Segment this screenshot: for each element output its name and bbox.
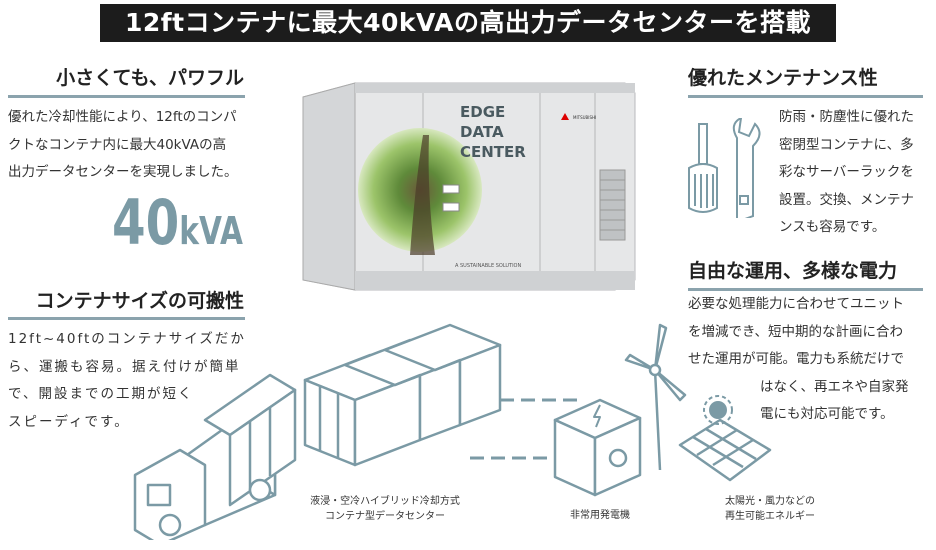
wind-turbine-icon (624, 323, 687, 471)
powerful-description: 優れた冷却性能により、12ftのコンパ クトなコンテナ内に最大40kVAの高 出… (8, 104, 238, 187)
heading-rule (8, 317, 245, 320)
text-line: せた運用が可能。電力も系統だけで (688, 351, 904, 367)
text-line: ら、運搬も容易。据え付けが簡単 (8, 358, 241, 375)
maintenance-description: 防雨・防塵性に優れた 密閉型コンテナに、多 彩なサーバーラックを 設置。交換、メ… (779, 104, 914, 242)
heading-rule (8, 95, 245, 98)
caption-renewable: 太陽光・風力などの 再生可能エネルギー (725, 494, 835, 524)
text-line: 設置。交換、メンテナ (779, 191, 914, 208)
capacity-unit: kVA (179, 209, 243, 253)
cooling-unit (599, 169, 626, 241)
connection-lines (470, 398, 580, 460)
truck-icon (133, 373, 297, 540)
text-line: 出力データセンターを実現しました。 (8, 164, 238, 180)
text-line: 必要な処理能力に合わせてユニット (688, 296, 904, 312)
text-line: 防雨・防塵性に優れた (779, 109, 914, 125)
text-line: 電にも対応可能です。 (760, 406, 894, 422)
caption-generator: 非常用発電機 (570, 510, 630, 521)
text-line: 優れた冷却性能により、12ftのコンパ (8, 109, 237, 125)
tagline: A SUSTAINABLE SOLUTION (455, 263, 521, 269)
caption-line: コンテナ型データセンター (325, 511, 445, 522)
brand-name: MITSUBISHI (573, 115, 596, 120)
caption-datacenter: 液浸・空冷ハイブリッド冷却方式 コンテナ型データセンター (300, 494, 470, 524)
brand-logo (561, 113, 569, 120)
sun-icon (703, 395, 733, 425)
system-illustration (133, 323, 772, 540)
text-line: 12ft~40ftのコンテナサイズだか (8, 331, 246, 347)
heading-portability: コンテナサイズの可搬性 (35, 290, 244, 312)
text-line: で、開設までの工期が短く (8, 386, 194, 402)
page-title: 12ftコンテナに最大40kVAの高出力データセンターを搭載 (100, 4, 836, 42)
text-line: ンスも容易です。 (779, 219, 886, 235)
data-label: DATA (460, 123, 504, 141)
heading-rule (688, 288, 923, 291)
solar-panel-icon (678, 418, 772, 482)
text-line: はなく、再エネや自家発 (760, 378, 909, 395)
heading-flexible-power: 自由な運用、多様な電力 (688, 260, 898, 282)
caption-line: 液浸・空冷ハイブリッド冷却方式 (310, 496, 460, 507)
text-line: クトなコンテナ内に最大40kVAの高 (8, 136, 227, 153)
text-line: スピーディです。 (8, 413, 130, 430)
caption-line: 再生可能エネルギー (725, 511, 815, 522)
text-line: 密閉型コンテナに、多 (779, 136, 914, 153)
container-product-image: EDGE DATA CENTER A SUSTAINABLE SOLUTION … (302, 82, 636, 291)
edge-label: EDGE (460, 103, 505, 121)
portability-description: 12ft~40ftのコンテナサイズだか ら、運搬も容易。据え付けが簡単 で、開設… (8, 326, 246, 436)
tools-icon (688, 118, 761, 218)
capacity-number: 40 (112, 186, 180, 259)
heading-powerful: 小さくても、パワフル (56, 67, 244, 89)
text-line: を増減でき、短中期的な計画に合わ (688, 323, 904, 340)
heading-maintenance: 優れたメンテナンス性 (688, 67, 878, 89)
caption-line: 太陽光・風力などの (725, 496, 815, 507)
capacity-figure: 40kVA (112, 186, 243, 259)
generator-icon (553, 398, 642, 497)
center-label: CENTER (460, 143, 526, 161)
heading-rule (688, 95, 923, 98)
container-units-icon (303, 323, 502, 467)
text-line: 彩なサーバーラックを (779, 164, 914, 180)
power-description: 必要な処理能力に合わせてユニット を増減でき、短中期的な計画に合わ せた運用が可… (688, 291, 909, 429)
